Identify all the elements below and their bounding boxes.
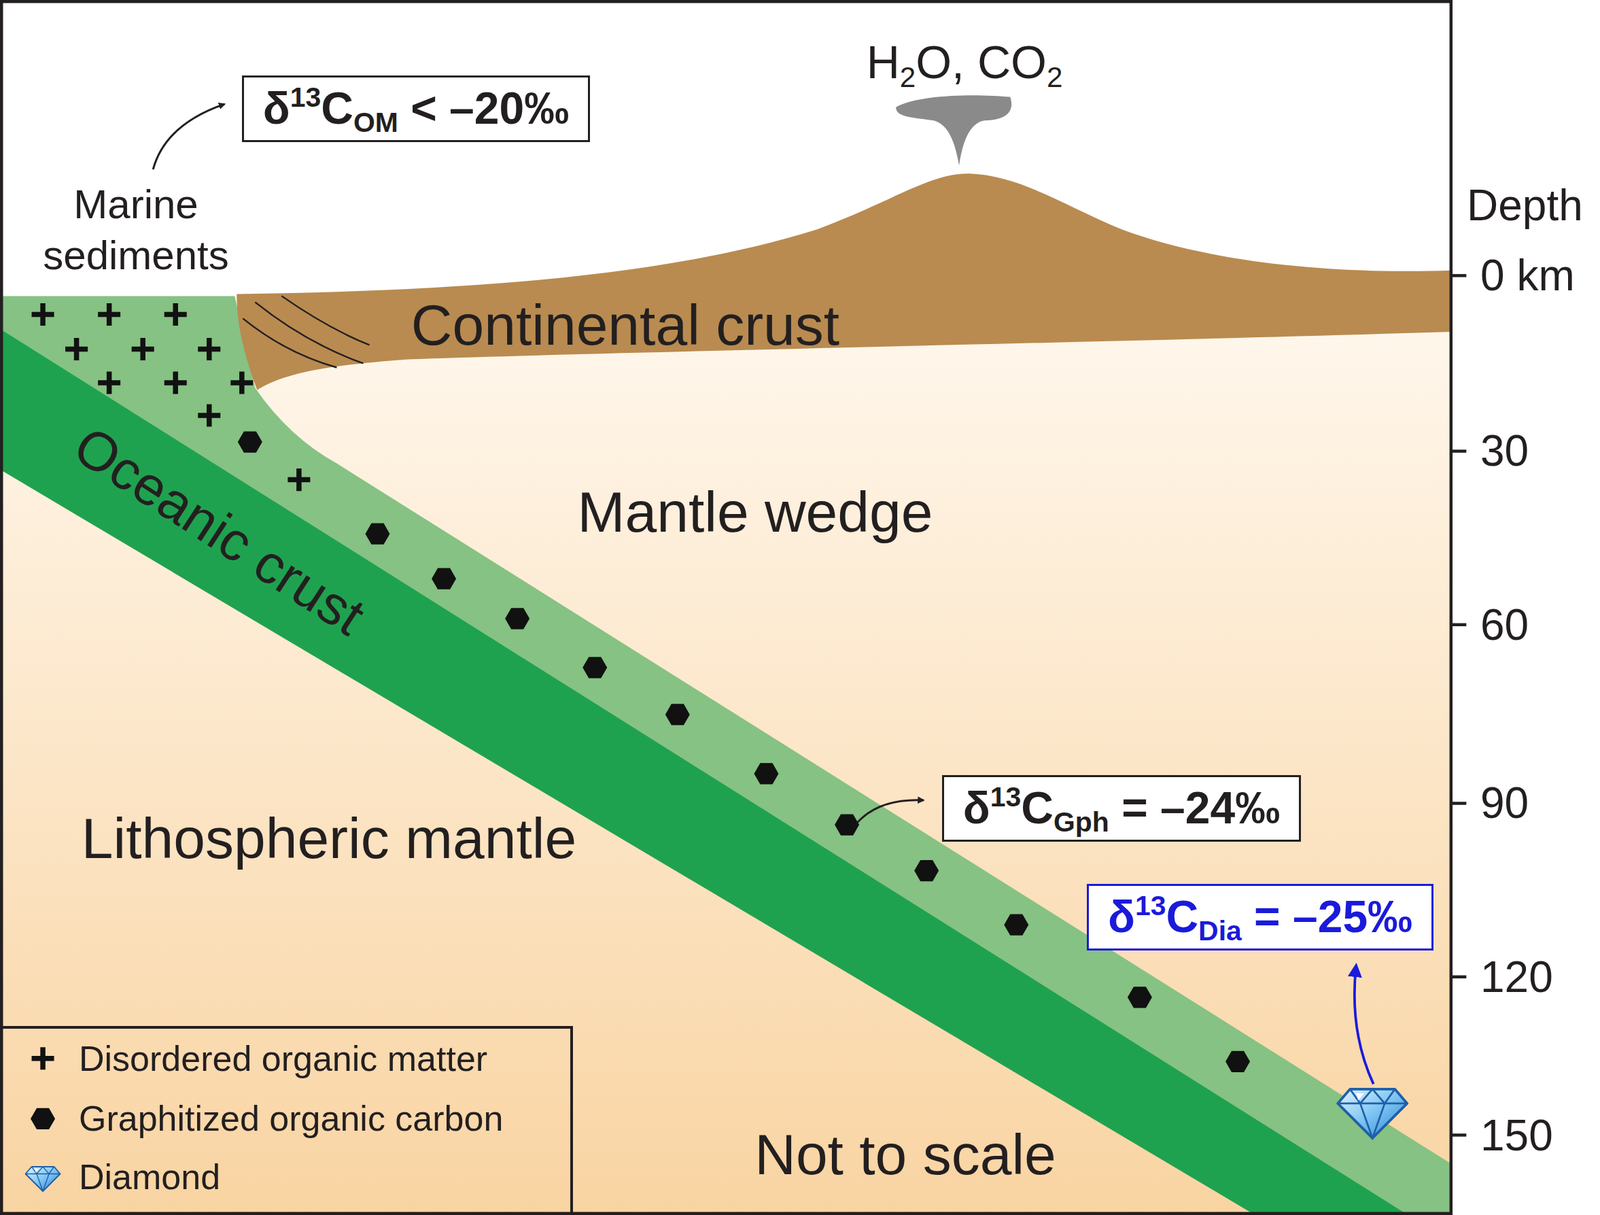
axis-label: 150 <box>1480 1109 1554 1162</box>
sediment-layer <box>0 295 1452 1215</box>
axis-label: 120 <box>1480 950 1554 1004</box>
axis-label: 60 <box>1480 598 1529 652</box>
volcanic-plume <box>895 95 1012 166</box>
legend-text: Graphitized organic carbon <box>78 1097 503 1140</box>
legend-samples <box>25 1046 61 1191</box>
axis-label: 90 <box>1480 776 1529 830</box>
region-label: H2O, CO2 <box>866 34 1064 91</box>
fold-lines <box>242 295 370 368</box>
continental-crust <box>236 173 1452 390</box>
region-label: Lithospheric mantle <box>81 804 577 873</box>
region-label: Oceanic crust <box>62 413 377 650</box>
isotope-value: δ13CGph = –24‰ <box>963 782 1280 834</box>
legend-text: Disordered organic matter <box>78 1037 488 1080</box>
axis-label: 30 <box>1480 424 1529 478</box>
value-box: δ13CDia = –25‰ <box>1086 883 1434 951</box>
graphite-symbols <box>237 430 1250 1072</box>
region-label: Continental crust <box>411 290 840 360</box>
value-box: δ13COM < –20‰ <box>241 75 590 143</box>
axis-label: 0 km <box>1480 249 1575 302</box>
isotope-value: δ13CDia = –25‰ <box>1107 891 1413 943</box>
region-label: Not to scale <box>754 1120 1057 1189</box>
legend-box: Disordered organic matterGraphitized org… <box>0 1025 573 1215</box>
legend-text: Diamond <box>78 1155 221 1198</box>
oceanic-crust-slab <box>0 328 1409 1215</box>
region-label: Mantle wedge <box>577 477 934 547</box>
region-label: Marine sediments <box>3 178 269 281</box>
leader-arrow <box>152 103 225 170</box>
isotope-value: δ13COM < –20‰ <box>263 82 569 135</box>
mantle-ground <box>0 295 1452 1215</box>
value-box: δ13CGph = –24‰ <box>942 774 1301 842</box>
diamond-icon <box>1337 1088 1407 1138</box>
leader-arrow <box>857 800 924 823</box>
axis-label: Depth <box>1466 179 1584 232</box>
frame <box>1 1 1452 1213</box>
depth-ticks <box>1451 275 1467 1135</box>
leader-arrow <box>1354 965 1374 1084</box>
